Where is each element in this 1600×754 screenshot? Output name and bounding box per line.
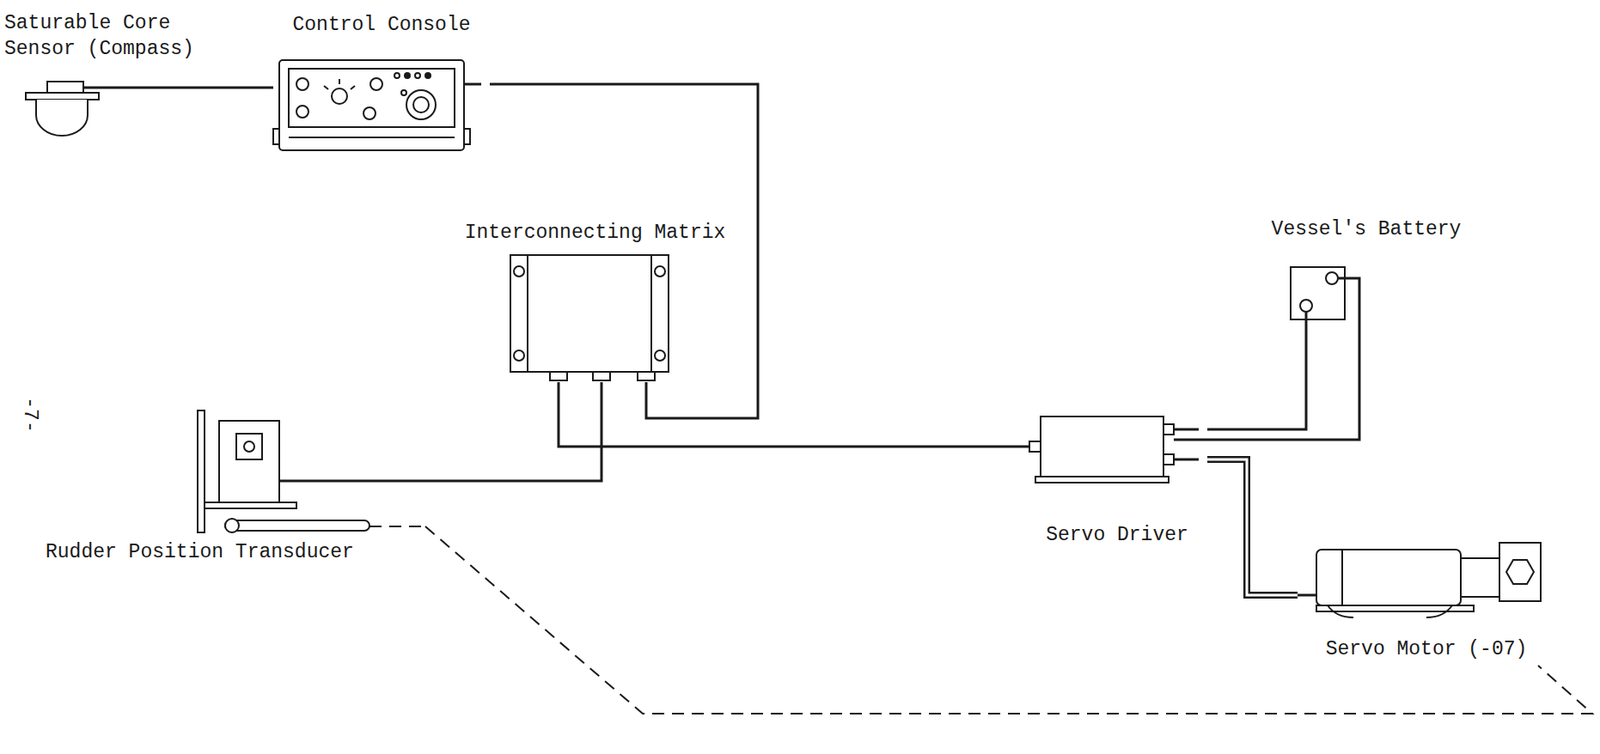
component-box: Vessel's Battery bbox=[1241, 214, 1491, 327]
motor-illustration bbox=[1297, 543, 1541, 618]
component-box: Rudder Position Transducer bbox=[41, 409, 426, 573]
driver-illustration bbox=[1026, 416, 1199, 483]
cable-line bbox=[1207, 459, 1298, 596]
matrix-illustration bbox=[510, 255, 669, 381]
cable-line bbox=[1207, 459, 1298, 596]
cable-line bbox=[489, 84, 758, 419]
cable bbox=[1207, 326, 1307, 430]
console-illustration bbox=[273, 60, 482, 151]
compass-sensor bbox=[25, 81, 207, 136]
cable-line bbox=[425, 382, 602, 482]
component-box: Control Console bbox=[273, 8, 490, 155]
cable bbox=[1207, 459, 1298, 596]
battery-illustration bbox=[1173, 267, 1360, 440]
component-box: Saturable Core Sensor (Compass) bbox=[4, 8, 207, 138]
component-box: Servo Motor (-07) bbox=[1297, 537, 1556, 666]
cable bbox=[558, 382, 1027, 447]
cable bbox=[489, 84, 758, 419]
component-label: Interconnecting Matrix bbox=[433, 219, 757, 246]
component-label: Control Console bbox=[273, 12, 490, 38]
component-label: Rudder Position Transducer bbox=[45, 539, 355, 566]
cable bbox=[425, 382, 602, 482]
component-label: Vessel's Battery bbox=[1241, 216, 1491, 243]
cable-line bbox=[558, 382, 1027, 447]
cable-line bbox=[1207, 326, 1307, 430]
transducer-illustration bbox=[197, 410, 426, 533]
component-label: Servo Driver bbox=[1026, 522, 1208, 549]
cable-line bbox=[425, 526, 1593, 715]
mechanical-linkage bbox=[425, 526, 1593, 715]
component-box: Servo Driver bbox=[1026, 412, 1208, 555]
page-number: -7- bbox=[18, 396, 42, 433]
component-label: Servo Motor (-07) bbox=[1297, 636, 1556, 663]
component-box: Interconnecting Matrix bbox=[433, 216, 757, 383]
cable bbox=[206, 87, 274, 89]
component-label: Saturable Core Sensor (Compass) bbox=[4, 10, 202, 62]
cable-line bbox=[206, 86, 274, 90]
